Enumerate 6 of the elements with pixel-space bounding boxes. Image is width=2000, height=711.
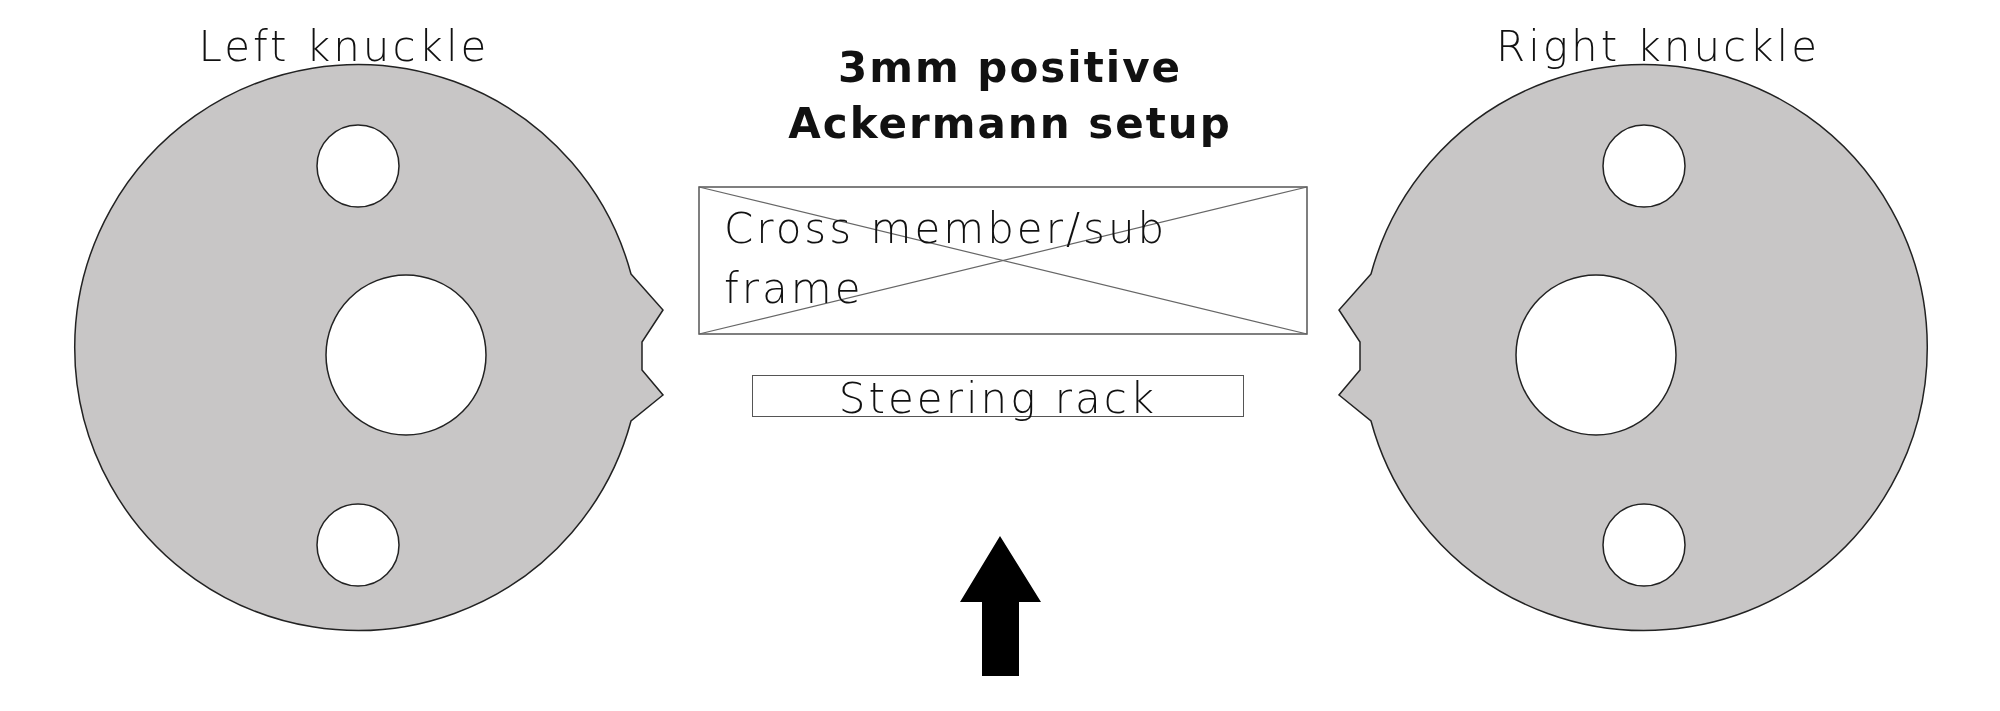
knuckle-label: Left knuckle (197, 21, 491, 73)
box-label: Steering rack (838, 378, 1158, 420)
steering-knuckle-drawing (74, 63, 664, 632)
crossed-frame-box (698, 186, 1308, 335)
diagram-title: 3mm positive Ackermann setup (787, 42, 1233, 150)
knuckle-label: Right knuckle (1495, 21, 1821, 73)
